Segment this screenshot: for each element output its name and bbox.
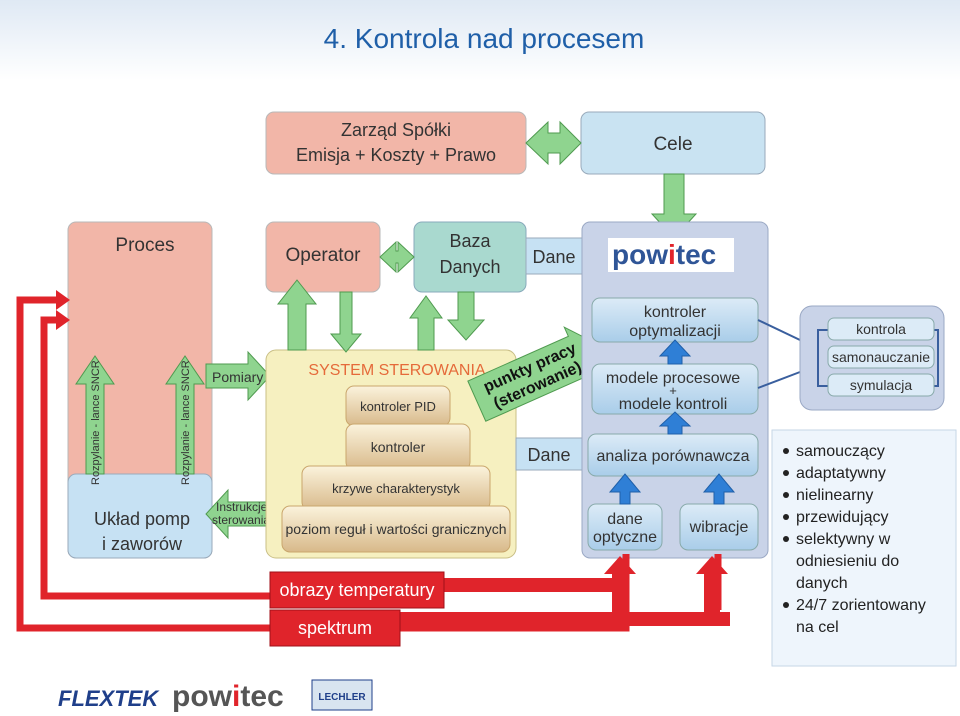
feature-bullet (783, 514, 789, 520)
powitec-footer-i: i (232, 680, 240, 713)
system-to-operator-arrow (276, 279, 318, 351)
mod-plus: + (669, 383, 677, 398)
header-swoosh (0, 0, 960, 80)
dane-optyczne-arrow (608, 473, 642, 505)
rozpylanie-label-2: Rozpylanie - lance SNCR (180, 360, 192, 485)
modele-loop-connector (757, 371, 801, 389)
kontroler-label: kontroler (371, 439, 426, 455)
powitec-footer-logo: powitec (172, 680, 284, 713)
system-title: SYSTEM STEROWANIA (308, 362, 486, 379)
poziom-label: poziom reguł i wartości granicznych (286, 521, 507, 537)
spektrum-box (269, 609, 401, 647)
operator-label: Operator (286, 245, 362, 266)
spektrum-label: spektrum (298, 618, 372, 638)
opt-loop-connector (757, 319, 801, 341)
dane-top-label: Dane (532, 247, 575, 267)
kontrola-box (827, 317, 935, 341)
pomiary-label: Pomiary (212, 369, 263, 385)
feature-item: na cel (796, 619, 839, 636)
powitec-footer-a: pow (172, 680, 233, 713)
dane-optyczne-line1: dane (607, 511, 643, 528)
red-mid-bar (390, 578, 626, 592)
zarzad-cele-arrow (525, 120, 582, 166)
uklad-line1: Układ pomp (94, 509, 190, 529)
mod-line1: modele procesowe (606, 370, 740, 387)
feature-item: danych (796, 575, 848, 592)
red-up-arrow-2 (696, 556, 728, 618)
analiza-to-modele-arrow (658, 411, 692, 435)
rozpylanie-label-1: Rozpylanie - lance SNCR (90, 360, 102, 485)
features-panel (771, 429, 957, 667)
zarzad-line1: Zarząd Spółki (341, 120, 451, 140)
feature-bullet (783, 602, 789, 608)
rozpylanie-arrow-2 (165, 355, 205, 475)
instrukcje-arrow (205, 488, 271, 540)
kontrola-label: kontrola (856, 321, 906, 337)
feature-item: odniesieniu do (796, 553, 899, 570)
pomiary-arrow (205, 350, 271, 402)
feature-item: nielinearny (796, 487, 873, 504)
powitec-footer-b: tec (240, 680, 283, 713)
krzywe-label: krzywe charakterystyk (332, 481, 460, 496)
features-list: samouczący adaptatywny nielinearny przewidu… (783, 443, 926, 636)
loop-bracket (817, 329, 828, 387)
powitec-logo-i: i (668, 239, 676, 270)
feature-bullet (783, 536, 789, 542)
poziom-block (281, 505, 511, 553)
feature-item: adaptatywny (796, 465, 886, 482)
uklad-line2: i zaworów (102, 534, 183, 554)
lechler-logo-box (311, 679, 373, 711)
instrukcje-line2: sterowania (212, 513, 270, 527)
analiza-label: analiza porównawcza (597, 448, 750, 465)
samonauczanie-label: samonauczanie (832, 349, 930, 365)
opt-line1: kontroler (644, 304, 707, 321)
red-bottom-bar (390, 612, 730, 626)
dane-mid-label: Dane (527, 445, 570, 465)
feature-item: 24/7 zorientowany (796, 597, 926, 614)
obrazy-label: obrazy temperatury (279, 580, 434, 600)
flextek-logo: FLEXTEK (58, 686, 160, 711)
zarzad-line2: Emisja + Koszty + Prawo (296, 145, 496, 165)
powitec-logo-a: pow (612, 239, 668, 270)
obrazy-box (269, 571, 445, 609)
lechler-logo: LECHLER (318, 692, 366, 703)
dane-optyczne-line2: optyczne (593, 529, 657, 546)
baza-line2: Danych (439, 257, 500, 277)
feature-item: przewidujący (796, 509, 888, 526)
instrukcje-line1: Instrukcje (216, 500, 268, 514)
operator-to-system-arrow (329, 291, 363, 353)
red-arrowhead-2 (56, 310, 70, 330)
rozpylanie-arrow-1 (75, 355, 115, 475)
opt-line2: optymalizacji (629, 323, 721, 340)
modele-to-opt-arrow (658, 339, 692, 365)
powitec-logo-bg (608, 238, 734, 272)
feature-bullet (783, 470, 789, 476)
powitec-logo: powitec (612, 239, 716, 270)
dane-mid-box (515, 437, 583, 471)
feature-item: samouczący (796, 443, 885, 460)
cele-label: Cele (653, 134, 692, 155)
samonauczanie-box (827, 345, 935, 369)
feature-bullet (783, 492, 789, 498)
symulacja-label: symulacja (850, 377, 912, 393)
red-arrowhead-1 (56, 290, 70, 310)
baza-line1: Baza (449, 231, 491, 251)
mod-line2: modele kontroli (619, 396, 728, 413)
powitec-logo-b: tec (676, 239, 716, 270)
proces-label: Proces (115, 235, 174, 256)
wibracje-arrow (702, 473, 736, 505)
system-to-baza-arrow (409, 295, 443, 351)
feature-bullet (783, 448, 789, 454)
symulacja-box (827, 373, 935, 397)
feature-item: selektywny w (796, 531, 891, 548)
wibracje-label: wibracje (689, 519, 749, 536)
slide-title: 4. Kontrola nad procesem (324, 23, 645, 54)
baza-to-system-arrow (446, 291, 486, 341)
pid-label: kontroler PID (360, 399, 436, 414)
operator-baza-arrow (379, 240, 415, 274)
